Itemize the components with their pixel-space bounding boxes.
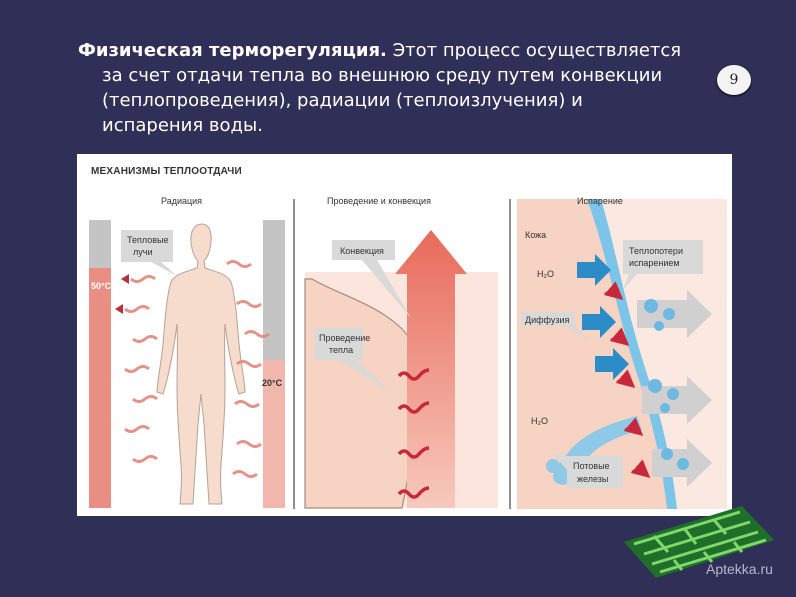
callout-convection-text: Конвекция (340, 246, 384, 256)
label-diffusion: Диффузия (525, 315, 569, 325)
convection-arrow (395, 230, 467, 508)
title-line-4: испарения воды. (102, 115, 263, 136)
figure-title: МЕХАНИЗМЫ ТЕПЛООТДАЧИ (91, 166, 242, 177)
temp-cold-label: 20°C (262, 378, 283, 388)
heat-rays-right (226, 260, 270, 478)
callout-diffusion (521, 312, 589, 340)
label-skin: Кожа (525, 230, 546, 240)
callout-heat-rays-line1: Тепловые (127, 235, 168, 245)
conduction-arrows (397, 368, 430, 499)
title-bold: Физическая терморегуляция. (78, 40, 387, 61)
thermometer-right-fill (263, 360, 285, 508)
watermark: Aptekka.ru (706, 561, 773, 577)
slide-title-text: Физическая терморегуляция. Этот процесс … (78, 38, 738, 138)
callout-conduction-line2: тепла (329, 345, 353, 355)
label-losses-line2: испарением (629, 258, 680, 268)
label-convection: Проведение и конвекция (327, 196, 431, 206)
callout-sweat-glands (553, 454, 623, 488)
heat-rays-left (124, 275, 158, 463)
radiation-panel: Тепловые лучи 50°C 20°C (89, 220, 285, 508)
callout-convection (332, 240, 411, 318)
label-evaporation: Испарение (577, 196, 623, 206)
label-losses-line1: Теплопотери (629, 246, 683, 256)
label-glands-line2: железы (577, 474, 608, 484)
callout-heat-rays (121, 230, 177, 276)
title-line-1-rest: Этот процесс осуществляется (386, 40, 682, 61)
title-line-2: за счет отдачи тепла во внешнюю среду пу… (102, 65, 663, 86)
vapor-droplets (644, 299, 689, 470)
epidermis-band (587, 199, 677, 509)
thermometer-left-fill (89, 268, 111, 508)
label-glands-line1: Потовые (573, 461, 610, 471)
evap-heat-arrows (603, 281, 651, 478)
callout-heat-rays-line2: лучи (133, 247, 152, 257)
heat-ray-heads-left (115, 274, 129, 314)
evaporation-panel: Кожа H₂O Диффузия H₂O Потовые железы Теп… (517, 199, 727, 509)
label-h2o-1: H₂O (537, 269, 554, 279)
convection-panel: Конвекция Проведение тепла (304, 230, 498, 509)
page-number-badge: 9 (717, 65, 751, 95)
human-body-silhouette (156, 223, 246, 505)
callout-evap-losses (623, 240, 703, 290)
figure-svg: Тепловые лучи 50°C 20°C (89, 199, 727, 509)
temp-hot-label: 50°C (91, 281, 112, 291)
title-line-1: Физическая терморегуляция. Этот процесс … (78, 38, 738, 63)
heat-transfer-figure: МЕХАНИЗМЫ ТЕПЛООТДАЧИ (77, 154, 732, 516)
thermometer-right-empty (263, 220, 285, 360)
label-h2o-2: H₂O (531, 416, 548, 426)
thermometer-left-empty (89, 220, 111, 268)
title-line-3: (теплопроведения), радиации (теплоизлуче… (102, 90, 583, 111)
callout-conduction (315, 328, 395, 394)
label-radiation: Радиация (161, 196, 203, 206)
maze-logo (624, 506, 774, 578)
callout-conduction-line1: Проведение (319, 333, 370, 343)
